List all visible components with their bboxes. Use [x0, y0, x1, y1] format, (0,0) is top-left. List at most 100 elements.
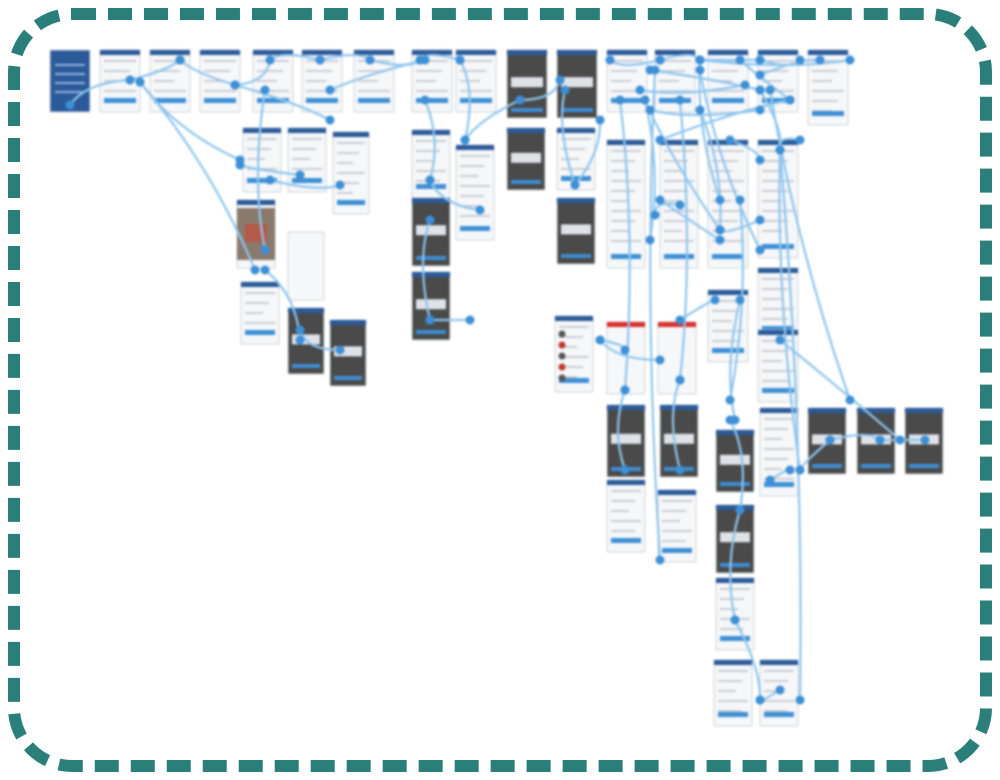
screen-text-line: [306, 90, 338, 92]
screen-header-bar: [660, 140, 698, 145]
connector-node: [455, 55, 465, 65]
modal-dialog: [561, 224, 591, 235]
screen-text-line: [416, 60, 448, 62]
screen-header-bar: [330, 320, 366, 325]
connector-node: [595, 115, 605, 125]
connector-node: [615, 95, 625, 105]
screen-button: [812, 111, 844, 116]
connector-node: [425, 215, 435, 225]
modal-dialog: [720, 532, 750, 543]
screen-header-bar: [808, 50, 848, 55]
screen-thumbnail: [715, 429, 755, 493]
screen-text-line: [104, 90, 136, 92]
screen-header-bar: [507, 50, 547, 55]
screen-header-bar: [607, 322, 645, 327]
screen-thumbnail: [411, 197, 451, 267]
screen-text-line: [662, 540, 686, 542]
screen-text-line: [561, 148, 585, 150]
screen-button: [247, 178, 277, 183]
flow-connector: [428, 178, 482, 212]
screen-text-line: [55, 73, 85, 75]
screen-header-bar: [200, 50, 240, 55]
screen-thumbnail: [411, 49, 453, 113]
connector-node: [755, 55, 765, 65]
screen-button: [154, 98, 186, 103]
screen-header-bar: [760, 408, 798, 413]
screen-text-line: [416, 80, 436, 82]
screen-text-line: [559, 336, 583, 338]
screen-thumbnail: [657, 489, 697, 563]
connector-node: [475, 205, 485, 215]
screen-text-line: [559, 346, 577, 348]
screen-button: [718, 712, 748, 717]
screen-text-line: [257, 90, 289, 92]
connector-node: [740, 80, 750, 90]
screen-text-line: [292, 148, 316, 150]
connector-node: [695, 55, 705, 65]
connector-node: [635, 85, 645, 95]
screen-button: [861, 464, 891, 468]
screen-text-line: [764, 680, 788, 682]
screen-thumbnail: [556, 49, 598, 119]
connector-node: [335, 180, 345, 190]
connector-node: [420, 95, 430, 105]
screen-text-line: [460, 205, 478, 207]
screen-button: [812, 464, 842, 468]
screen-header-bar: [237, 200, 275, 205]
screen-text-line: [664, 150, 694, 152]
screen-thumbnail: [236, 199, 276, 269]
screen-text-line: [460, 70, 486, 72]
connector-node: [325, 115, 335, 125]
connector-node: [655, 135, 665, 145]
screen-text-line: [460, 60, 492, 62]
screen-button: [664, 254, 694, 259]
screen-text-line: [337, 192, 353, 194]
screen-header-bar: [760, 660, 798, 665]
screen-text-line: [611, 520, 641, 522]
screen-thumbnail: [654, 49, 696, 113]
flow-connector: [643, 98, 656, 242]
screen-header-bar: [857, 408, 895, 413]
screen-text-line: [718, 690, 736, 692]
connector-node: [645, 65, 655, 75]
screen-text-line: [712, 220, 738, 222]
screen-text-line: [659, 70, 685, 72]
screen-header-bar: [100, 50, 140, 55]
screen-header-bar: [555, 316, 593, 321]
screen-text-line: [762, 160, 788, 162]
screen-text-line: [559, 366, 583, 368]
screen-header-bar: [288, 128, 326, 133]
screen-text-line: [712, 170, 732, 172]
screen-text-line: [611, 180, 641, 182]
screen-text-line: [416, 140, 446, 142]
screen-button: [762, 244, 794, 249]
screen-text-line: [762, 210, 794, 212]
screen-header-bar: [557, 198, 595, 203]
screen-thumbnail: [411, 129, 451, 199]
connector-node: [260, 265, 270, 275]
connector-node: [710, 295, 720, 305]
flow-connector: [733, 618, 762, 702]
flow-connector: [68, 78, 132, 107]
modal-dialog: [416, 225, 446, 236]
connector-node: [755, 105, 765, 115]
screen-text-line: [662, 520, 680, 522]
screen-text-line: [104, 60, 136, 62]
screen-text-line: [712, 70, 738, 72]
screen-button: [337, 200, 365, 205]
screen-text-line: [204, 90, 236, 92]
screen-text-line: [812, 80, 832, 82]
connector-node: [825, 435, 835, 445]
screen-header-bar: [557, 50, 597, 55]
screen-text-line: [611, 500, 635, 502]
connector-node: [515, 95, 525, 105]
connector-node: [775, 145, 785, 155]
screen-thumbnail: [715, 577, 755, 651]
connector-node: [725, 395, 735, 405]
flow-connector: [648, 68, 762, 92]
screen-header-bar: [905, 408, 943, 413]
screen-thumbnail: [287, 231, 325, 301]
connector-node: [920, 435, 930, 445]
screen-text-line: [762, 70, 788, 72]
screen-thumbnail: [149, 49, 191, 113]
